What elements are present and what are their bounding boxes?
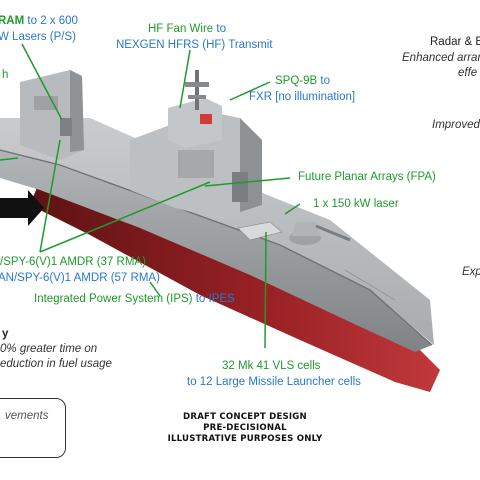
leader-line (179, 49, 191, 109)
spq-label: SPQ-9B to (275, 74, 330, 88)
radar-subtext: effe (458, 67, 478, 79)
amdr-37-label: /SPY-6(V)1 AMDR (37 RMA) (0, 256, 146, 268)
hf-fan-label: HF Fan Wire to (148, 22, 226, 36)
vls-cells (237, 221, 283, 241)
leader-line (284, 203, 301, 215)
ram-label-part: RAM (0, 15, 25, 27)
leader-line (264, 231, 267, 349)
black-arrow-icon (0, 190, 44, 226)
draft-notice: DRAFT CONCEPT DESIGN PRE-DECISIONAL ILLU… (150, 412, 340, 445)
deck (0, 118, 434, 345)
spq-label-part: SPQ-9B (275, 75, 318, 87)
ram-label: RAM to 2 x 600 (0, 14, 78, 28)
draft-notice-line: ILLUSTRATIVE PURPOSES ONLY (167, 434, 323, 444)
vls-label: 32 Mk 41 VLS cells (222, 360, 321, 372)
radar-subtext: Enhanced arrang (402, 52, 480, 64)
cut-label: h (2, 69, 9, 81)
laser-pair-label: W Lasers (P/S) (0, 31, 76, 43)
efficiency-text: eduction in fuel usage (0, 358, 112, 370)
nexgen-label: NEXGEN HFRS (HF) Transmit (116, 39, 273, 51)
ips-label-part: IPES (208, 293, 235, 305)
fpa-label: Future Planar Arrays (FPA) (298, 171, 436, 183)
laser-label: 1 x 150 kW laser (313, 198, 399, 210)
leader-line (39, 181, 211, 253)
leader-line (39, 139, 61, 253)
improved-text: Improved (432, 119, 480, 131)
radar-heading: Radar & E (430, 36, 480, 48)
efficiency-heading: y (2, 328, 9, 340)
leader-line (204, 177, 291, 187)
ram-label-part: to 2 x 600 (27, 15, 78, 27)
exp-text: Exp (462, 266, 480, 278)
hull-side (0, 150, 432, 352)
leader-line (0, 157, 19, 161)
ips-label: Integrated Power System (IPS) to IPES (34, 292, 235, 306)
hf-fan-label-part: to (216, 23, 226, 35)
ips-label-part: to (195, 293, 206, 305)
leader-line (149, 281, 161, 297)
efficiency-text: 0% greater time on (0, 343, 98, 355)
improvements-box-text: vements (5, 410, 49, 422)
draft-notice-line: DRAFT CONCEPT DESIGN (183, 412, 307, 422)
aft-superstructure (20, 70, 84, 160)
leader-line (21, 43, 63, 121)
fxr-label: FXR [no illumination] (249, 91, 356, 103)
hull-underwater (30, 180, 440, 392)
improvements-box: vements (0, 398, 66, 458)
draft-notice-line: PRE-DECISIONAL (203, 423, 287, 433)
ips-label-part: Integrated Power System (IPS) (34, 293, 193, 305)
hf-fan-label-part: HF Fan Wire (148, 23, 214, 35)
amdr-57-label: AN/SPY-6(V)1 AMDR (57 RMA) (0, 272, 160, 284)
lmlc-label: to 12 Large Missile Launcher cells (187, 376, 361, 388)
leader-line (229, 81, 271, 101)
spq-label-part: to (320, 75, 330, 87)
